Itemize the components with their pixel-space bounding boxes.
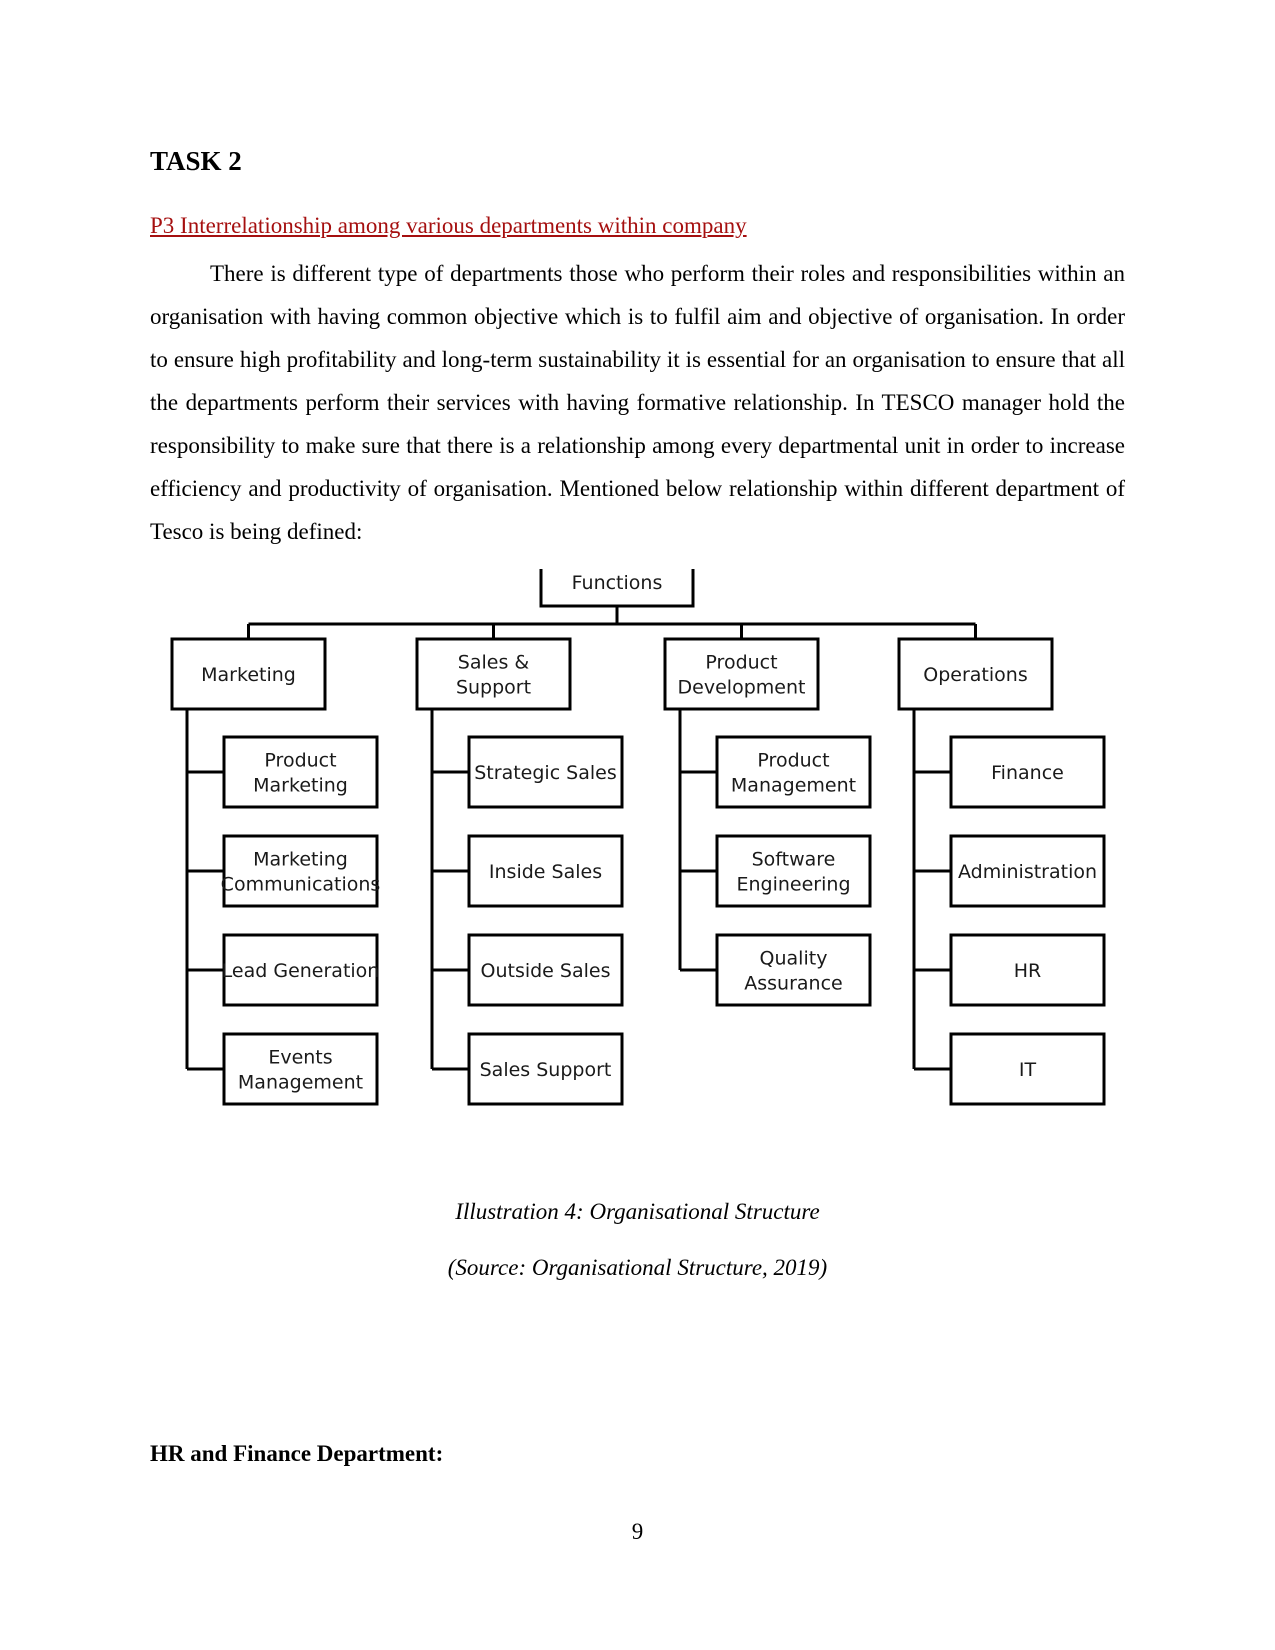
- child-box-sales-support: [467, 1032, 624, 1106]
- child-box-it: [949, 1032, 1106, 1106]
- child-box-quality-assurance: [715, 933, 872, 1007]
- dept-box-operations-label: Operations: [923, 664, 1027, 686]
- child-box-outside-sales: [467, 933, 624, 1007]
- dept-box-sales-support-label: Sales &Support: [456, 652, 531, 699]
- child-box-hr: [949, 933, 1106, 1007]
- child-box-administration-label: Administration: [958, 861, 1097, 883]
- child-box-hr-label: HR: [1014, 960, 1042, 982]
- child-box-strategic-sales-label: Strategic Sales: [474, 762, 617, 784]
- child-box-software-engineering: [715, 834, 872, 908]
- body-paragraph: There is different type of departments t…: [150, 261, 1125, 544]
- child-box-administration: [949, 834, 1106, 908]
- org-root-label: Functions: [572, 572, 663, 594]
- page-heading: TASK 2: [150, 146, 242, 176]
- child-box-finance: [949, 735, 1106, 809]
- child-box-product-management: [715, 735, 872, 809]
- child-box-lead-generation-label: Lead Generation: [222, 960, 380, 982]
- child-box-outside-sales-label: Outside Sales: [481, 960, 611, 982]
- figure-source: (Source: Organisational Structure, 2019): [447, 1255, 828, 1280]
- page-number: 9: [631, 1519, 644, 1544]
- child-box-inside-sales-label: Inside Sales: [489, 861, 602, 883]
- child-box-finance-label: Finance: [991, 762, 1064, 784]
- dept-box-marketing-label: Marketing: [201, 664, 296, 686]
- section-subheading-link[interactable]: P3 Interrelationship among various depar…: [150, 213, 747, 238]
- section-heading: HR and Finance Department:: [150, 1441, 444, 1466]
- dept-box-product-development: [663, 637, 820, 711]
- dept-box-operations: [897, 637, 1054, 711]
- child-box-it-label: IT: [1019, 1059, 1037, 1081]
- child-box-lead-generation: [222, 933, 379, 1007]
- child-box-product-marketing: [222, 735, 379, 809]
- dept-box-sales-support: [415, 637, 572, 711]
- child-box-events-management: [222, 1032, 379, 1106]
- child-box-marketing-communications: [222, 834, 379, 908]
- child-box-inside-sales: [467, 834, 624, 908]
- child-box-strategic-sales: [467, 735, 624, 809]
- child-box-sales-support-label: Sales Support: [480, 1059, 612, 1081]
- dept-box-marketing: [170, 637, 327, 711]
- figure-caption: Illustration 4: Organisational Structure: [455, 1199, 820, 1224]
